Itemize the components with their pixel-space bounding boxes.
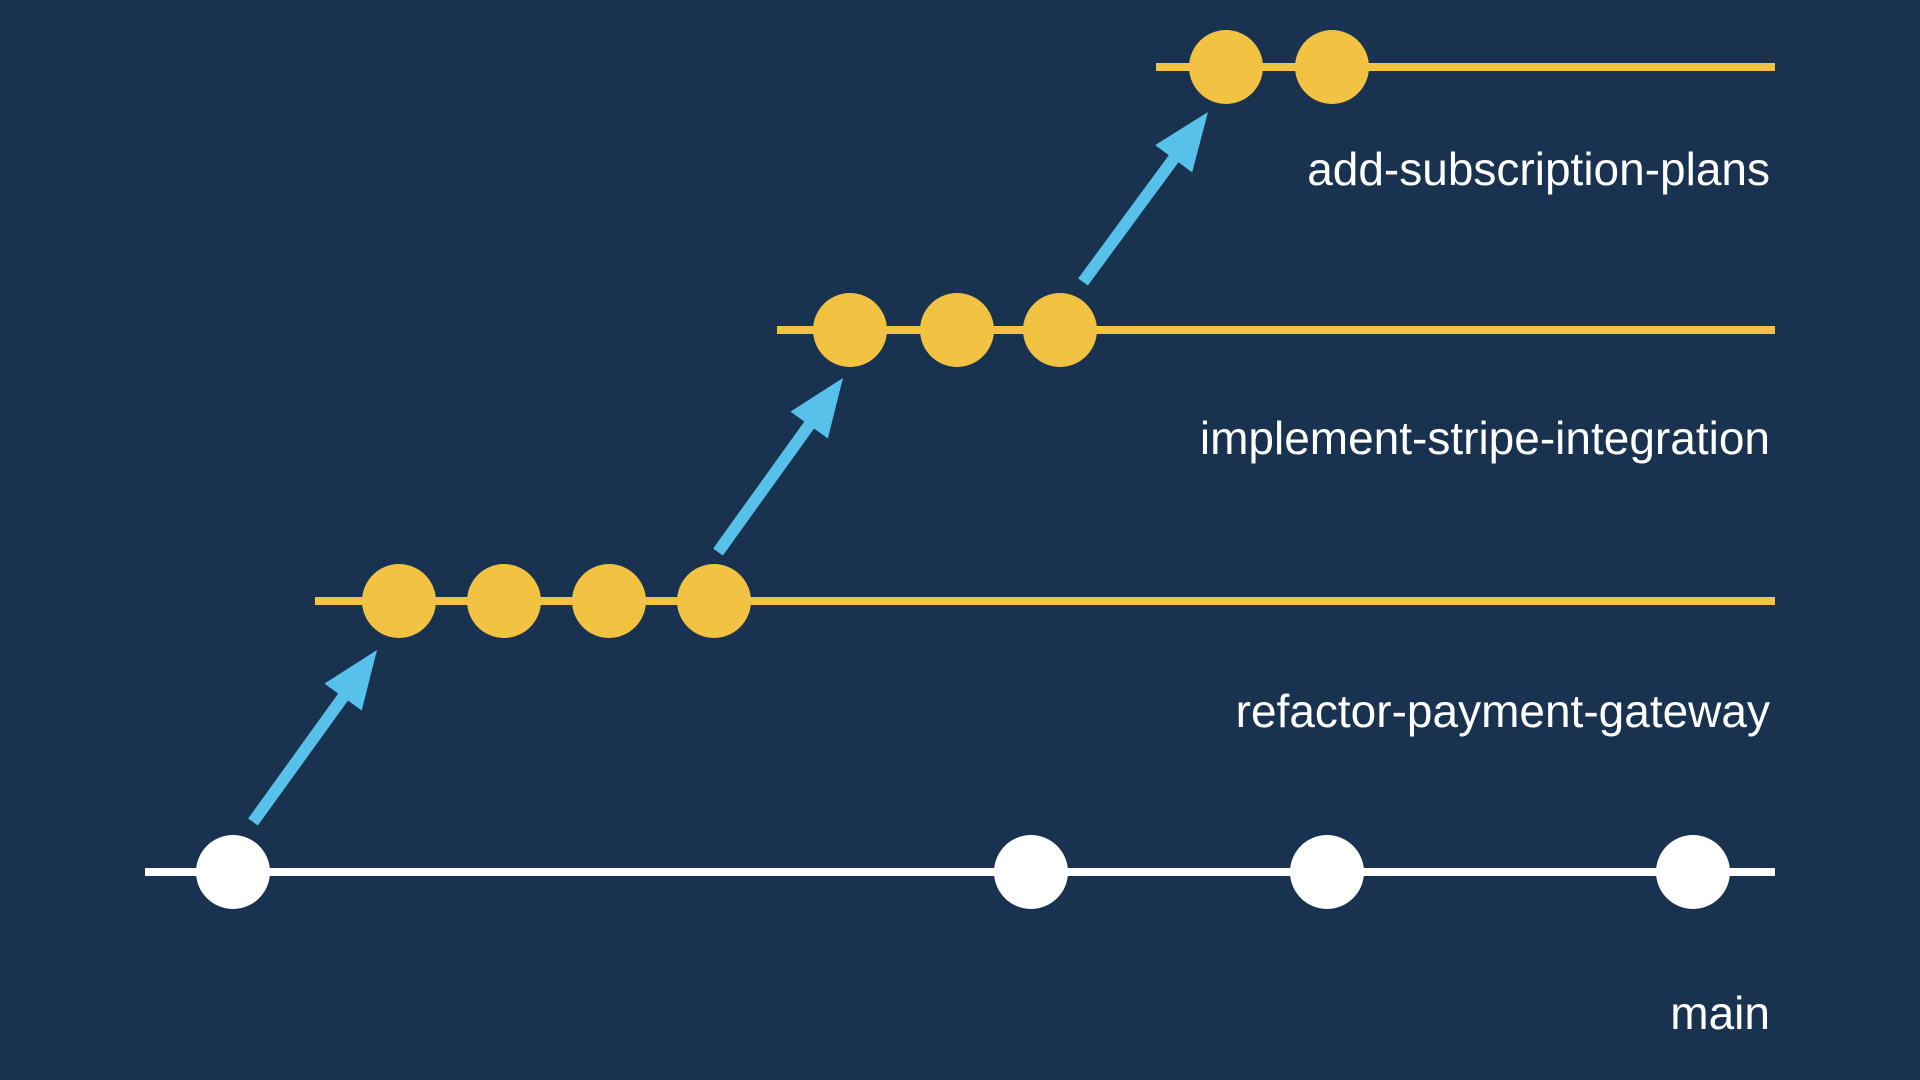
commit-dot-refactor-payment-gateway	[362, 564, 436, 638]
branch-arrow-refactor-to-stripe-shaft	[713, 416, 818, 556]
commit-dot-main	[1656, 835, 1730, 909]
commit-dot-refactor-payment-gateway	[677, 564, 751, 638]
commit-dot-implement-stripe-integration	[1023, 293, 1097, 367]
branch-arrow-stripe-to-subscription-head	[1155, 112, 1208, 173]
branch-label-refactor-payment-gateway: refactor-payment-gateway	[1235, 685, 1770, 737]
branch-label-implement-stripe-integration: implement-stripe-integration	[1199, 412, 1770, 464]
branch-arrow-refactor-to-stripe-head	[790, 378, 843, 439]
commit-dot-implement-stripe-integration	[920, 293, 994, 367]
commit-dot-main	[1290, 835, 1364, 909]
branch-label-main: main	[1670, 987, 1770, 1039]
commit-dot-refactor-payment-gateway	[467, 564, 541, 638]
commit-dot-main	[994, 835, 1068, 909]
commit-dot-implement-stripe-integration	[813, 293, 887, 367]
commit-dot-add-subscription-plans	[1295, 30, 1369, 104]
branch-label-add-subscription-plans: add-subscription-plans	[1307, 143, 1770, 195]
branch-arrow-main-to-refactor-head	[324, 650, 377, 711]
commit-dot-main	[196, 835, 270, 909]
branch-arrow-main-to-refactor-shaft	[248, 688, 352, 826]
commit-dot-refactor-payment-gateway	[572, 564, 646, 638]
branch-arrow-stripe-to-subscription-shaft	[1078, 150, 1183, 286]
commit-dot-add-subscription-plans	[1189, 30, 1263, 104]
